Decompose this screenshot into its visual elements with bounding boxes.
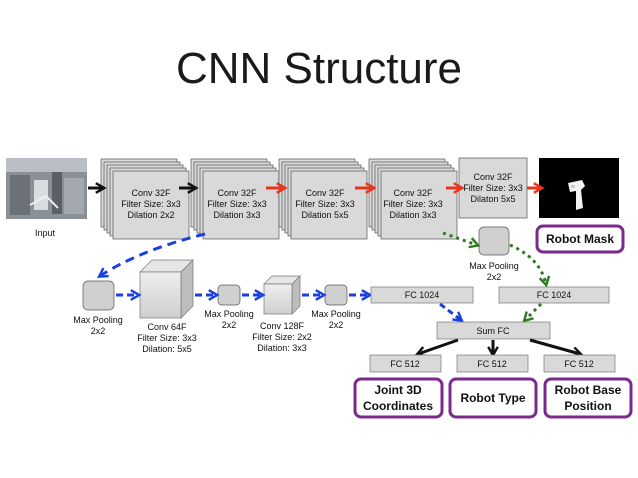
conv64-cube <box>139 259 194 319</box>
arrow-fc1024-left-sum <box>439 302 464 323</box>
robot-base-line2: Position <box>564 399 611 413</box>
arrow-conv4-pool-right <box>442 231 481 249</box>
conv4-line2: Filter Size: 3x3 <box>383 199 443 209</box>
conv128-cube <box>263 275 301 315</box>
conv5-line1: Conv 32F <box>473 172 513 182</box>
robot-mask-label: Robot Mask <box>546 232 614 246</box>
conv1-line1: Conv 32F <box>131 188 171 198</box>
arrow-sum-fc512-a <box>414 338 459 358</box>
conv64-line1: Conv 64F <box>147 322 187 332</box>
max-pool-3 <box>324 284 348 306</box>
conv2-line3: Dilation 3x3 <box>213 210 260 220</box>
conv64-line2: Filter Size: 3x3 <box>137 333 197 343</box>
conv4-line3: Dilation 3x3 <box>389 210 436 220</box>
conv128-line3: Dilation: 3x3 <box>257 343 307 353</box>
max-pool-2 <box>217 284 241 306</box>
pool2-line2: 2x2 <box>222 320 237 330</box>
fc1024-right-label: FC 1024 <box>537 290 572 300</box>
max-pool-right <box>478 226 510 256</box>
arrow-pool-fc1024-right <box>509 243 551 288</box>
pool3-line1: Max Pooling <box>311 309 361 319</box>
pool-right-line2: 2x2 <box>487 272 502 282</box>
conv-layer-5 <box>458 157 528 219</box>
pool1-line1: Max Pooling <box>73 315 123 325</box>
joint-line1: Joint 3D <box>374 383 422 397</box>
conv5-line2: Filter Size: 3x3 <box>463 183 523 193</box>
conv2-line1: Conv 32F <box>217 188 257 198</box>
conv1-line3: Dilation 2x2 <box>127 210 174 220</box>
fc512-b <box>456 354 529 373</box>
joint-line2: Coordinates <box>363 399 433 413</box>
input-label: Input <box>35 228 56 238</box>
fc1024-left-label: FC 1024 <box>405 290 440 300</box>
input-image <box>6 158 87 219</box>
conv-layer-2 <box>190 158 280 240</box>
conv5-line3: Dilaton 5x5 <box>470 194 515 204</box>
fc512-c-label: FC 512 <box>564 359 594 369</box>
pool3-line2: 2x2 <box>329 320 344 330</box>
fc512-a-label: FC 512 <box>390 359 420 369</box>
conv64-line3: Dilation: 5x5 <box>142 344 192 354</box>
robot-type-label: Robot Type <box>460 391 525 405</box>
conv4-line1: Conv 32F <box>393 188 433 198</box>
arrow-sum-fc512-c <box>529 338 584 358</box>
robot-type-output <box>448 377 538 419</box>
conv-layer-3 <box>278 158 368 240</box>
conv128-line1: Conv 128F <box>260 321 305 331</box>
conv3-line1: Conv 32F <box>305 188 345 198</box>
fc1024-left <box>370 286 474 304</box>
sum-fc-label: Sum FC <box>476 326 510 336</box>
conv1-line2: Filter Size: 3x3 <box>121 199 181 209</box>
conv128-line2: Filter Size: 2x2 <box>252 332 312 342</box>
sum-fc <box>436 321 551 340</box>
fc1024-right <box>498 286 610 304</box>
conv-layer-1 <box>100 158 190 240</box>
arrow-conv2-pool1 <box>96 232 206 278</box>
conv-layer-4 <box>368 158 458 240</box>
conv3-line3: Dilation 5x5 <box>301 210 348 220</box>
fc512-c <box>543 354 616 373</box>
robot-mask-image <box>539 158 619 218</box>
conv3-line2: Filter Size: 3x3 <box>295 199 355 209</box>
joint-coordinates-output <box>353 377 444 419</box>
conv2-line2: Filter Size: 3x3 <box>207 199 267 209</box>
arrow-fc1024-right-sum <box>522 302 543 323</box>
max-pool-1 <box>82 280 115 311</box>
pool2-line1: Max Pooling <box>204 309 254 319</box>
robot-base-output <box>543 377 633 419</box>
fc512-a <box>369 354 442 373</box>
pool1-line2: 2x2 <box>91 326 106 336</box>
fc512-b-label: FC 512 <box>477 359 507 369</box>
robot-mask-output <box>535 224 625 254</box>
pool-right-line1: Max Pooling <box>469 261 519 271</box>
robot-base-line1: Robot Base <box>555 383 622 397</box>
page-title: CNN Structure <box>175 44 463 93</box>
